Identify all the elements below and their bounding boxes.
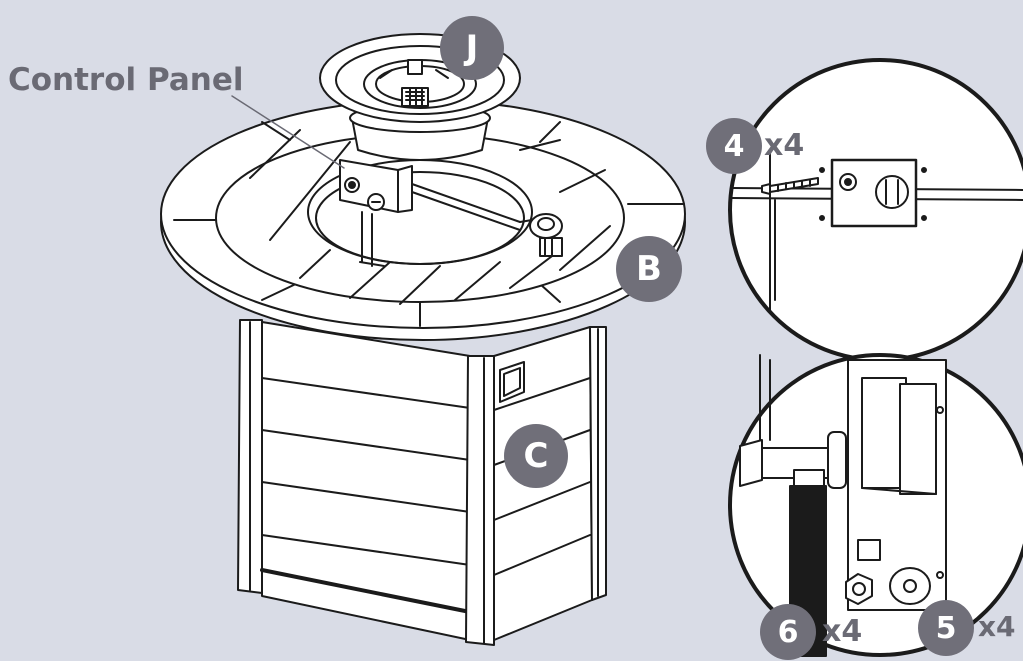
control-panel-leader — [231, 95, 345, 169]
hardware-badge-4: 4 — [706, 118, 762, 174]
hardware-qty-6: x4 — [822, 614, 863, 649]
hardware-qty-5: x4 — [978, 610, 1016, 643]
control-panel-drawing — [339, 159, 563, 257]
part-badge-j: J — [440, 16, 504, 80]
hardware-qty-4: x4 — [764, 128, 805, 163]
part-badge-b: B — [616, 236, 682, 302]
control-panel-label: Control Panel — [8, 62, 244, 98]
hardware-badge-5: 5 — [918, 600, 974, 656]
part-badge-c: C — [504, 424, 568, 488]
hardware-badge-6: 6 — [760, 604, 816, 660]
table-top — [160, 99, 686, 341]
detail-circle-screws — [728, 58, 1023, 362]
table-base — [237, 319, 607, 646]
